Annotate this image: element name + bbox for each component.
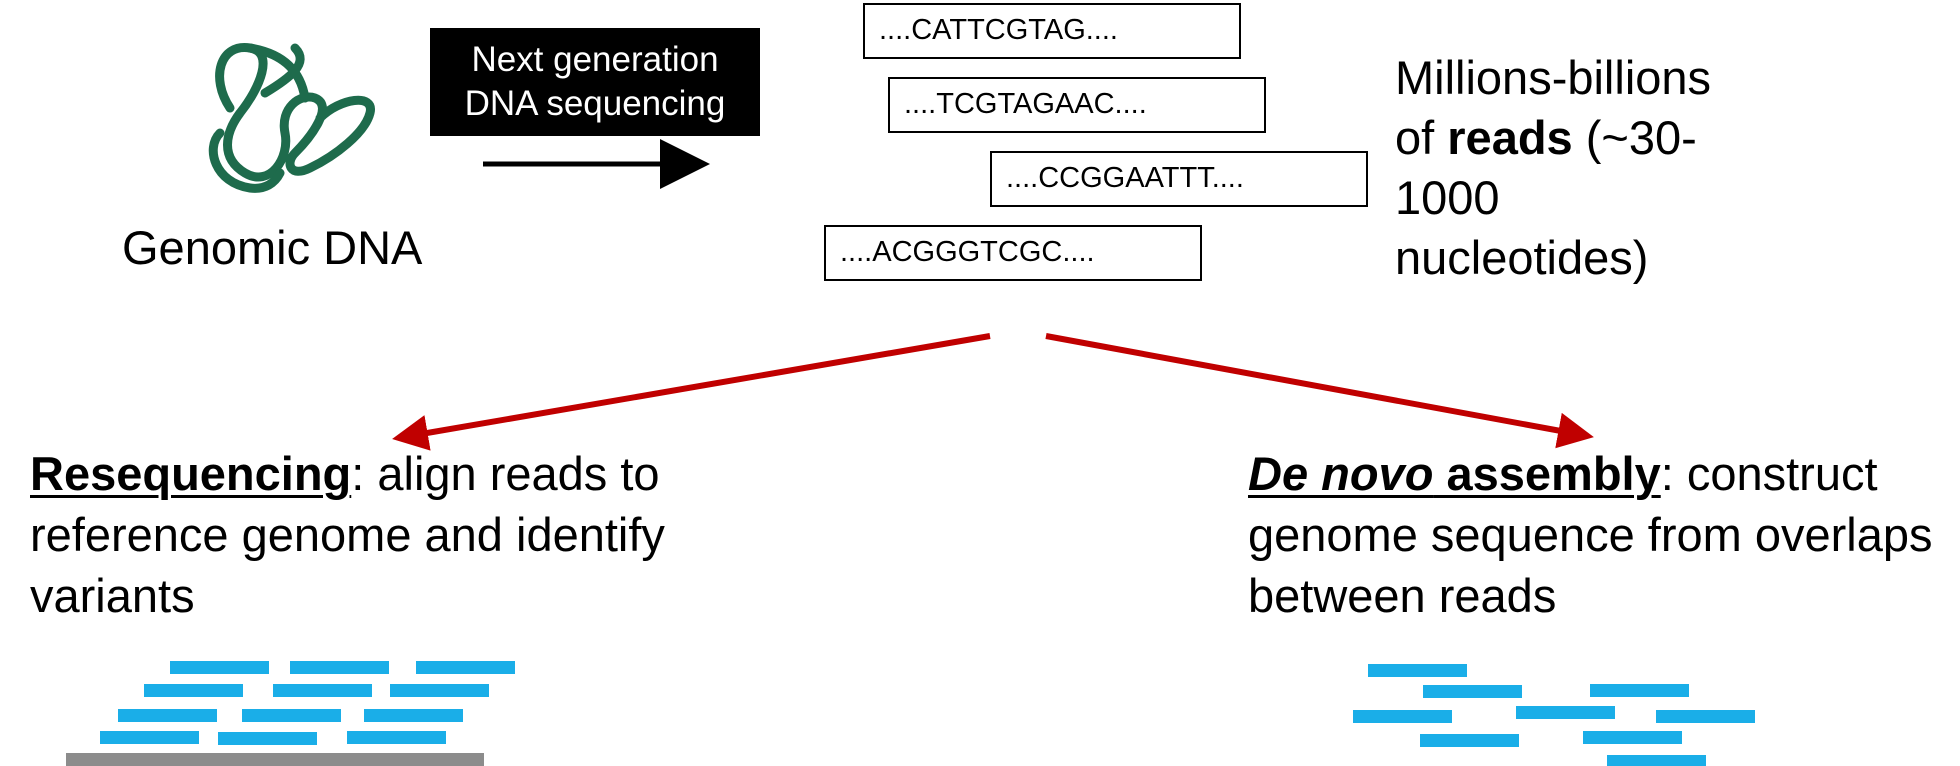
read-box: ....CATTCGTAG.... [863,3,1241,59]
read-box: ....CCGGAATTT.... [990,151,1368,207]
resequencing-description: Resequencing: align reads to reference g… [30,443,770,626]
read-bar [1368,664,1467,677]
reads-description: Millions-billions of reads (~30- 1000 nu… [1395,48,1775,288]
resequencing-reads [100,661,515,745]
read-box: ....TCGTAGAAC.... [888,77,1266,133]
read-bar [1353,710,1452,723]
reads-term: reads [1447,111,1573,164]
de-novo-reads [1353,664,1755,766]
sequencing-box-line2: DNA sequencing [464,84,726,123]
read-bar [100,731,199,744]
de-novo-text: : construct genome sequence from overlap… [1248,447,1933,622]
de-novo-term-bold: assembly [1433,447,1661,500]
arrow-to-resequencing [392,333,991,451]
read-bar [1516,706,1615,719]
reads-description-length: (~30- [1572,111,1697,164]
read-bar [1607,755,1706,766]
reads-description-line3: 1000 [1395,171,1500,224]
reads-description-line1: Millions-billions [1395,51,1712,104]
read-box: ....ACGGGTCGC.... [824,225,1202,281]
arrow-to-de-novo [1045,333,1594,449]
reads-description-line4: nucleotides) [1395,231,1649,284]
read-bar [218,732,317,745]
resequencing-term: Resequencing [30,447,352,500]
reference-genome-bar [66,753,484,766]
read-bar [1420,734,1519,747]
read-bar [1583,731,1682,744]
reads-description-of: of [1395,111,1448,164]
read-bar [144,684,243,697]
read-bar [1590,684,1689,697]
sequencing-method-box: Next generation DNA sequencing [430,28,760,136]
de-novo-description: De novo assembly: construct genome seque… [1248,443,1953,626]
sequencing-box-line1: Next generation [471,40,719,79]
resequencing-text: : align reads to reference genome and id… [30,447,665,622]
genomic-dna-label: Genomic DNA [122,221,423,274]
read-bar [290,661,389,674]
read-bar [242,709,341,722]
read-bar [347,731,446,744]
read-bar [1423,685,1522,698]
de-novo-term-italic: De novo [1248,447,1434,500]
dna-coil-icon [208,43,375,193]
read-bar [416,661,515,674]
read-bar [364,709,463,722]
read-bar [273,684,372,697]
read-bar [118,709,217,722]
read-bar [1656,710,1755,723]
read-bar [390,684,489,697]
read-bar [170,661,269,674]
